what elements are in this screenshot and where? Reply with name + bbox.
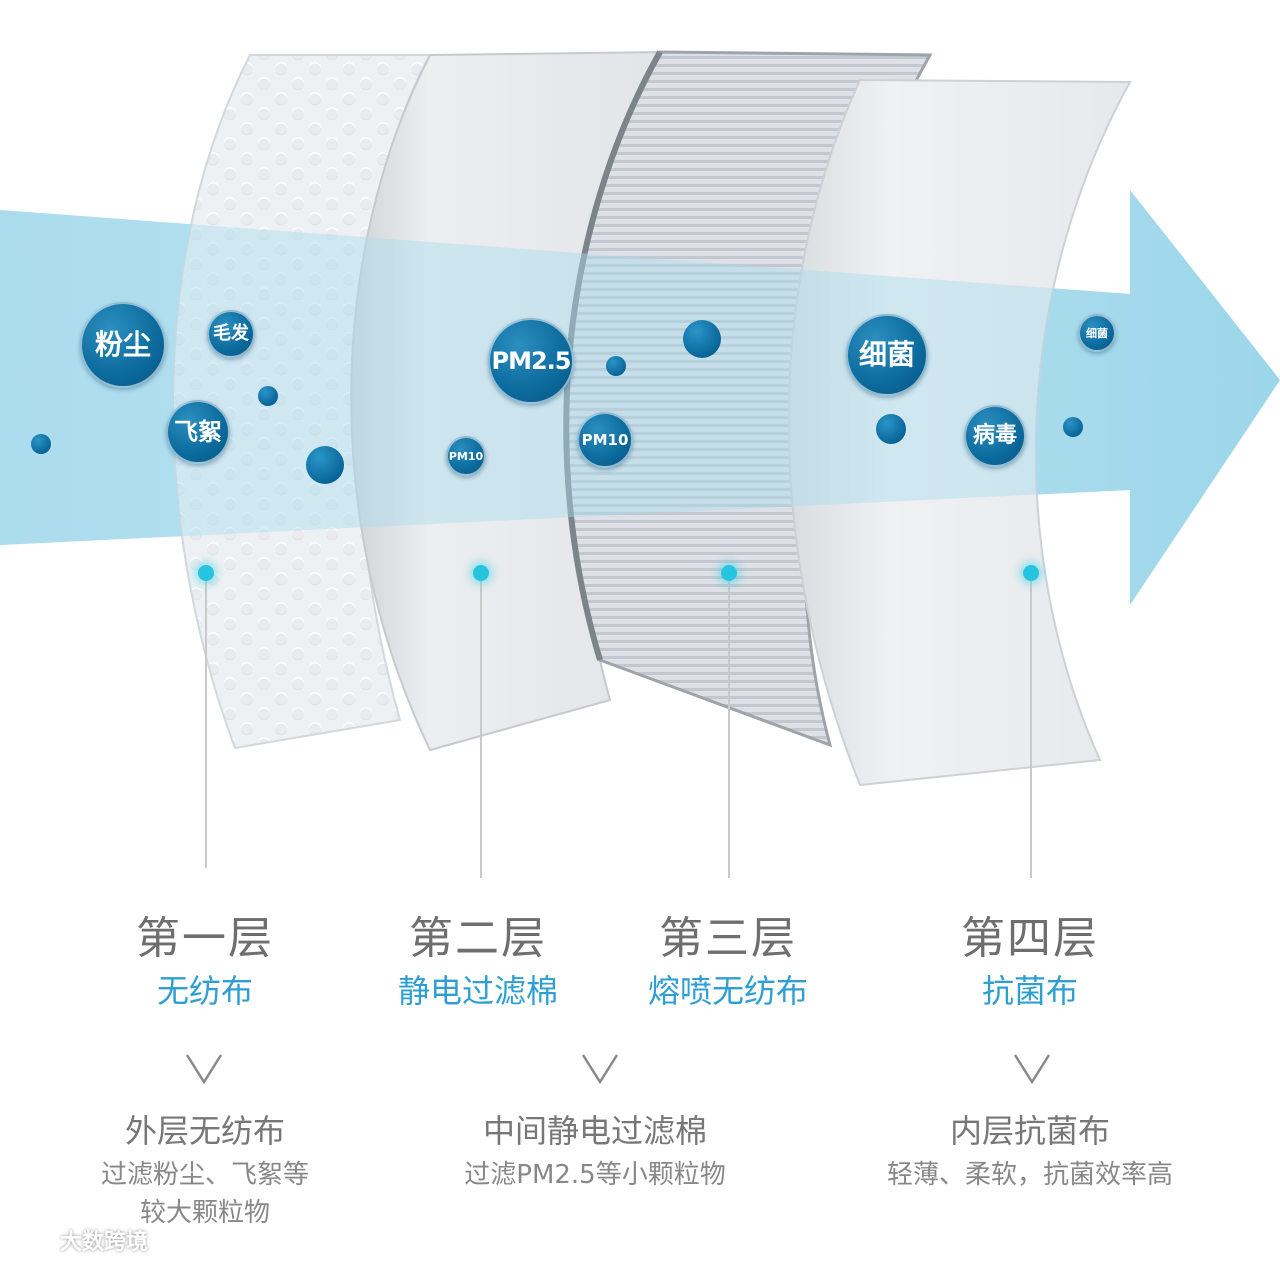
layer-4-sheet (787, 78, 1132, 787)
layer-2-name: 静电过滤棉 (397, 972, 558, 1010)
layer-3-name: 熔喷无纺布 (647, 972, 808, 1010)
middle-layer-description-line-1: 过滤PM2.5等小颗粒物 (464, 1160, 726, 1190)
inner-layer-description-title: 内层抗菌布 (949, 1112, 1110, 1150)
outer-layer-description-title: 外层无纺布 (124, 1112, 285, 1150)
layer-2-marker (473, 565, 489, 581)
leader-line-4 (1030, 578, 1032, 878)
layer-2-title: 第二层 (409, 913, 547, 964)
particle-dot (606, 356, 626, 376)
leader-line-2 (480, 578, 482, 878)
layer-1-title: 第一层 (136, 913, 274, 964)
layer-1-marker (198, 565, 214, 581)
particle-dot (306, 446, 344, 484)
particle-dot (31, 434, 51, 454)
particle-virus: 病毒 (964, 405, 1026, 467)
particle-pm10: PM10 (577, 412, 633, 468)
particle-bacteria-large: 细菌 (846, 314, 928, 396)
particle-pm10-small: PM10 (446, 436, 486, 476)
layer-4-name: 抗菌布 (981, 972, 1078, 1010)
inner-layer-description-line-1: 轻薄、柔软，抗菌效率高 (886, 1160, 1173, 1190)
particle-hair: 毛发 (207, 310, 255, 358)
layer-3-title: 第三层 (659, 913, 797, 964)
brand-logo-icon (10, 1231, 56, 1249)
watermark: 大数跨境 (10, 1224, 148, 1256)
particle-fluff: 飞絮 (166, 400, 230, 464)
middle-layer-description-title: 中间静电过滤棉 (482, 1112, 707, 1150)
chevron-down-icon (185, 1054, 223, 1085)
particle-dot (1063, 417, 1083, 437)
chevron-down-icon (581, 1054, 619, 1085)
outer-layer-description-line-2: 较大颗粒物 (139, 1198, 270, 1228)
layer-1-name: 无纺布 (156, 972, 253, 1010)
outer-layer-description-line-1: 过滤粉尘、飞絮等 (100, 1160, 309, 1190)
watermark-text: 大数跨境 (60, 1230, 149, 1255)
layer-3-marker (721, 565, 737, 581)
particle-dust: 粉尘 (80, 302, 166, 388)
particle-dot (258, 386, 278, 406)
particle-dot (683, 320, 721, 358)
layer-4-marker (1023, 565, 1039, 581)
particle-bacteria-small: 细菌 (1078, 314, 1116, 352)
leader-line-3 (728, 578, 730, 878)
chevron-down-icon (1013, 1054, 1051, 1085)
leader-line-1 (205, 578, 207, 868)
airflow-arrow-overlay (0, 190, 1280, 605)
particle-pm25: PM2.5 (488, 318, 574, 404)
particle-dot (876, 414, 906, 444)
layer-4-title: 第四层 (961, 913, 1099, 964)
